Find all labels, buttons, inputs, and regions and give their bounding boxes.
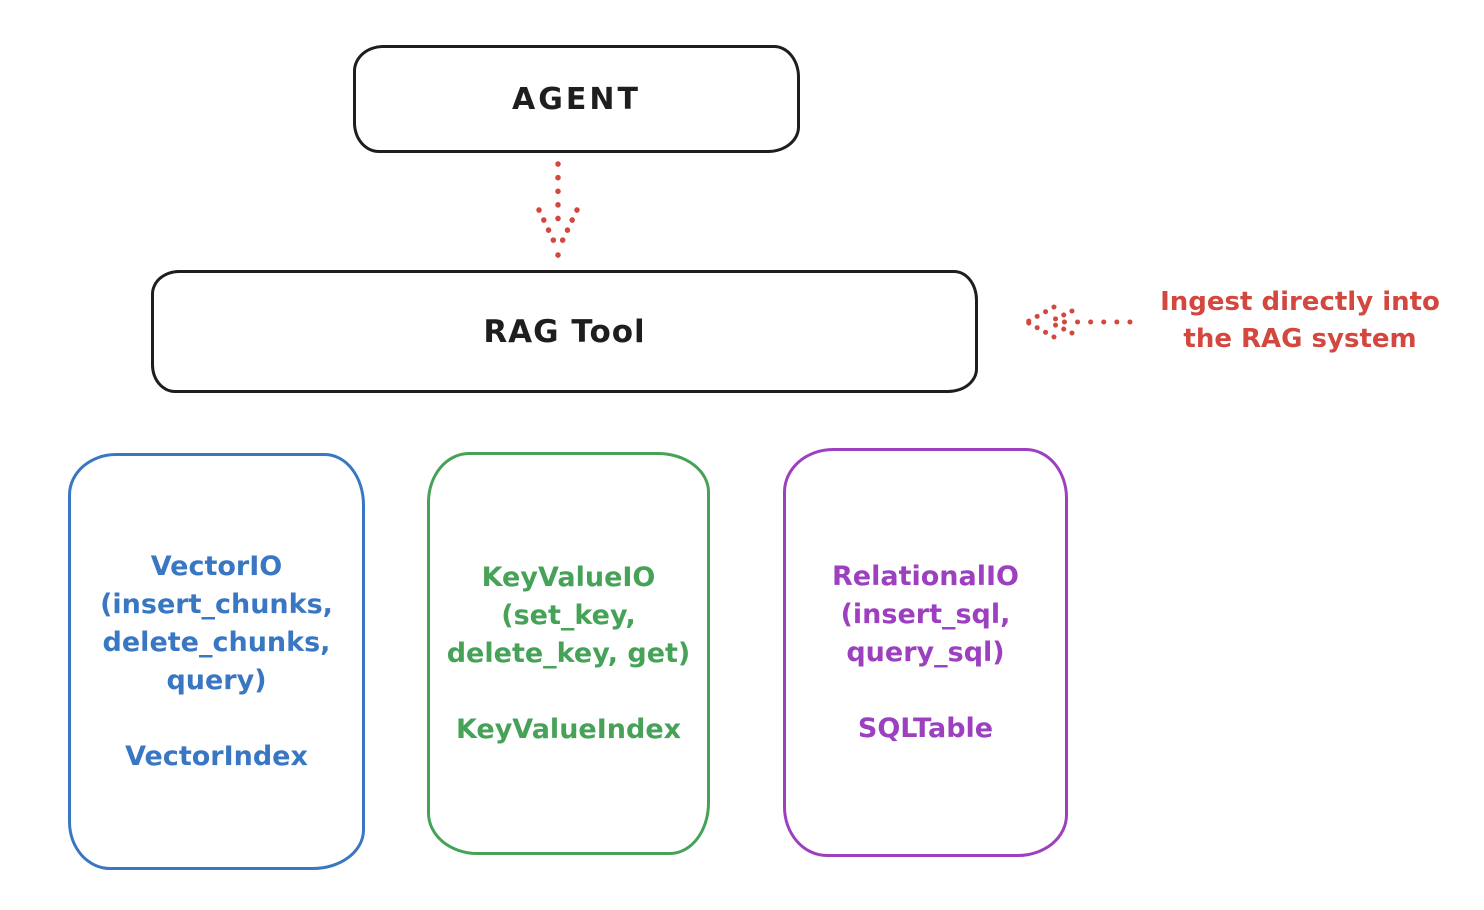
dotted-arrow-down-icon <box>536 161 580 258</box>
keyvalue-index-label: KeyValueIndex <box>455 713 682 745</box>
agent-node-label: AGENT <box>512 81 641 117</box>
dotted-arrow-left-icon <box>1024 304 1133 340</box>
vector-io-label: VectorIO (insert_chunks, delete_chunks, … <box>100 550 333 696</box>
vector-io-card: VectorIO (insert_chunks, delete_chunks, … <box>68 453 365 870</box>
agent-node: AGENT <box>353 45 800 153</box>
relational-io-card: RelationalIO (insert_sql, query_sql) SQL… <box>783 448 1068 857</box>
rag-tool-node: RAG Tool <box>151 270 978 393</box>
ingest-annotation: Ingest directly into the RAG system <box>1160 287 1440 354</box>
rag-tool-node-label: RAG Tool <box>483 313 646 350</box>
keyvalue-io-card: KeyValueIO (set_key, delete_key, get) Ke… <box>427 452 710 855</box>
sql-table-label: SQLTable <box>857 712 994 744</box>
relational-io-label: RelationalIO (insert_sql, query_sql) <box>832 560 1019 668</box>
keyvalue-io-label: KeyValueIO (set_key, delete_key, get) <box>446 561 691 669</box>
vector-index-label: VectorIndex <box>125 740 308 772</box>
